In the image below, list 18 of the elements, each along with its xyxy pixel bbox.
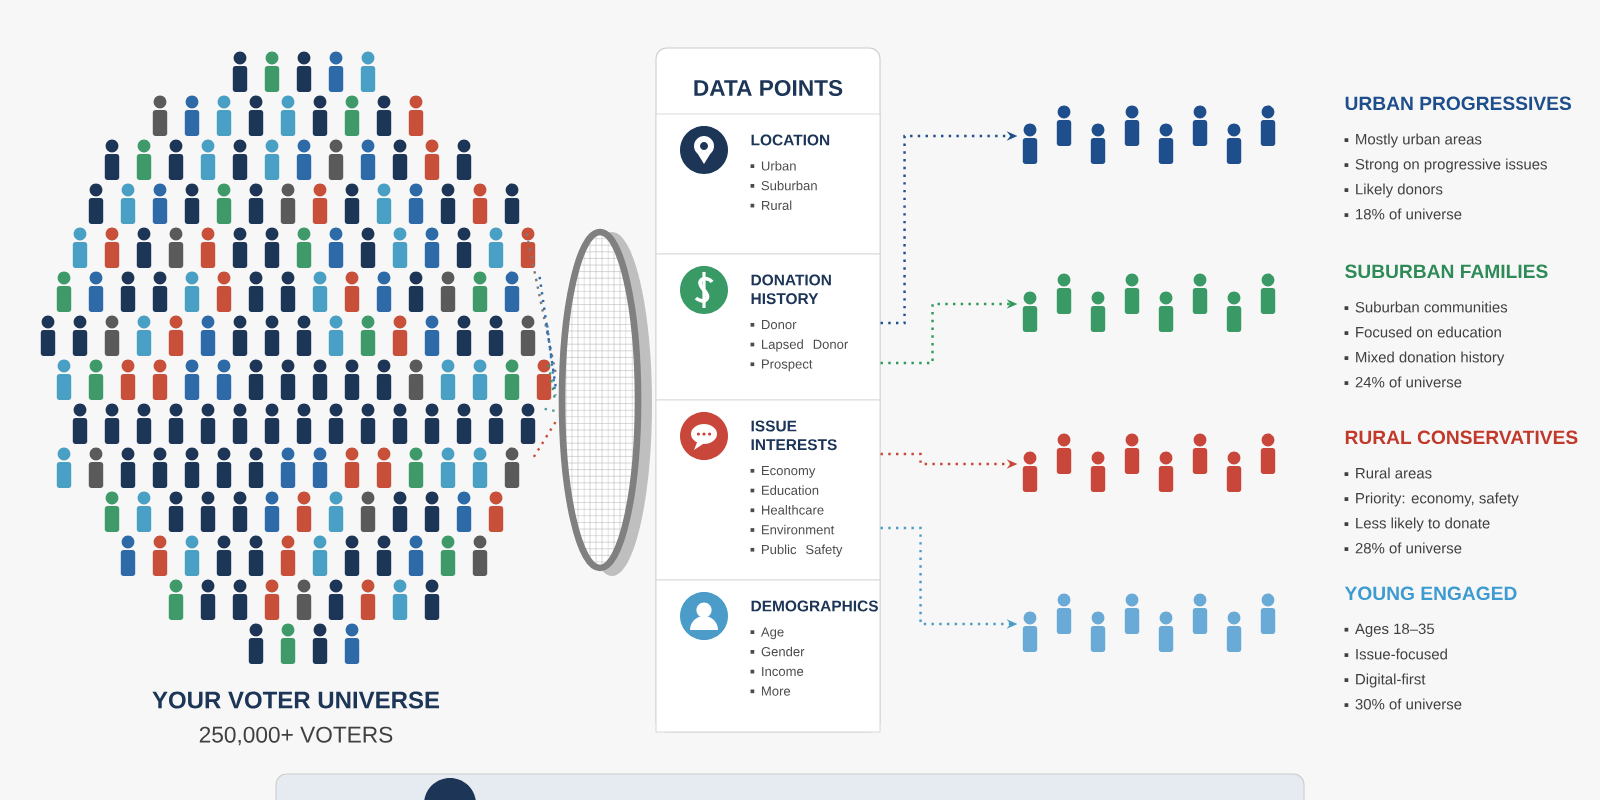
segment-heading: RURAL CONSERVATIVES [1345, 430, 1578, 445]
segment-heading: SUBURBAN FAMILIES [1345, 264, 1548, 279]
people-group-drawing [1022, 593, 1276, 652]
people-group-drawing [1022, 105, 1276, 164]
segment-heading: URBAN PROGRESSIVES [1345, 96, 1571, 111]
crowd-drawing [40, 51, 552, 664]
connector-line [538, 276, 557, 387]
connector-line [525, 233, 558, 375]
connector-line [544, 407, 556, 413]
segment-heading: YOUNG ENGAGED [1344, 586, 1517, 601]
sieve-drawing [558, 228, 652, 576]
node-label: 250,000+ VOTERS [199, 726, 393, 746]
people-group-drawing [1022, 433, 1276, 492]
connector-line [532, 420, 557, 458]
connector-line [547, 364, 557, 403]
node-label: YOUR VOTER UNIVERSE [152, 691, 440, 709]
connector-line [546, 325, 557, 396]
people-group-drawing [1022, 273, 1276, 332]
